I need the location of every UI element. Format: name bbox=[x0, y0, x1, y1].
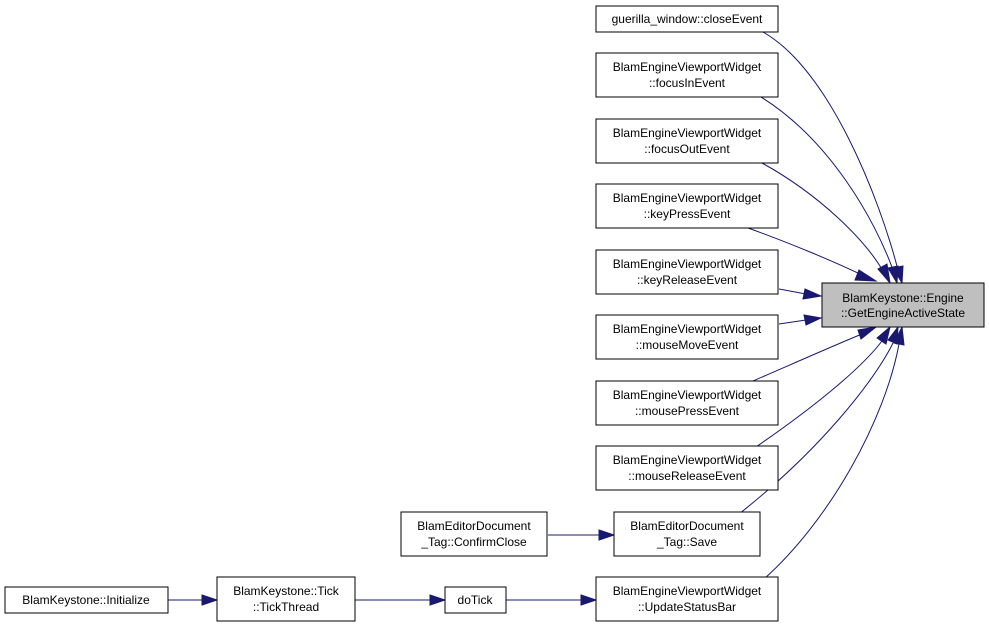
node-tick-thread[interactable]: BlamKeystone::Tick ::TickThread bbox=[216, 576, 356, 622]
node-mouse-release-event[interactable]: BlamEngineViewportWidget ::mouseReleaseE… bbox=[595, 445, 779, 491]
node-label-line1: BlamEditorDocument bbox=[417, 519, 531, 533]
node-label-line2: ::keyPressEvent bbox=[644, 207, 731, 221]
node-label-line2: ::focusInEvent bbox=[649, 76, 726, 90]
node-label-line2: ::mousePressEvent bbox=[635, 404, 740, 418]
node-label-line2: ::focusOutEvent bbox=[644, 142, 730, 156]
node-label-line1: BlamEngineViewportWidget bbox=[613, 257, 762, 271]
edge-tick-thread-to-do-tick bbox=[355, 594, 447, 606]
edge-focus-out-to-target bbox=[761, 162, 891, 285]
node-label-line1: guerilla_window::closeEvent bbox=[612, 12, 763, 26]
node-label-line2: _Tag::ConfirmClose bbox=[420, 535, 527, 549]
node-label-line1: doTick bbox=[458, 593, 494, 607]
node-label-line2: ::keyReleaseEvent bbox=[637, 273, 738, 287]
edge-mouse-move-to-target bbox=[778, 314, 823, 326]
edge-key-press-to-target bbox=[747, 227, 878, 282]
edge-mouse-release-to-target bbox=[752, 325, 891, 450]
node-label-line1: BlamEngineViewportWidget bbox=[613, 126, 762, 140]
edge-mouse-press-to-target bbox=[745, 326, 878, 385]
node-label-line2: ::UpdateStatusBar bbox=[638, 600, 736, 614]
node-mouse-move-event[interactable]: BlamEngineViewportWidget ::mouseMoveEven… bbox=[595, 314, 779, 360]
node-save[interactable]: BlamEditorDocument _Tag::Save bbox=[613, 511, 761, 557]
node-initialize[interactable]: BlamKeystone::Initialize bbox=[4, 586, 169, 614]
node-confirm-close[interactable]: BlamEditorDocument _Tag::ConfirmClose bbox=[400, 511, 548, 557]
edge-key-release-to-target bbox=[778, 288, 823, 300]
node-label-line1: BlamEditorDocument bbox=[630, 519, 744, 533]
node-mouse-press-event[interactable]: BlamEngineViewportWidget ::mousePressEve… bbox=[595, 380, 779, 426]
node-label-line1: BlamEngineViewportWidget bbox=[613, 584, 762, 598]
edge-focus-in-to-target bbox=[760, 96, 899, 285]
node-update-status-bar[interactable]: BlamEngineViewportWidget ::UpdateStatusB… bbox=[595, 576, 779, 622]
node-label-line1: BlamEngineViewportWidget bbox=[613, 191, 762, 205]
node-label-line1: BlamKeystone::Initialize bbox=[22, 593, 150, 607]
node-focus-out-event[interactable]: BlamEngineViewportWidget ::focusOutEvent bbox=[595, 118, 779, 164]
node-label-line1: BlamEngineViewportWidget bbox=[613, 322, 762, 336]
node-label-line2: ::mouseReleaseEvent bbox=[628, 469, 746, 483]
node-do-tick[interactable]: doTick bbox=[444, 586, 507, 614]
node-label-line1: BlamKeystone::Engine bbox=[842, 291, 964, 305]
node-close-event[interactable]: guerilla_window::closeEvent bbox=[595, 5, 779, 33]
node-key-press-event[interactable]: BlamEngineViewportWidget ::keyPressEvent bbox=[595, 183, 779, 229]
node-label-line2: _Tag::Save bbox=[656, 535, 717, 549]
node-label-line1: BlamEngineViewportWidget bbox=[613, 453, 762, 467]
node-label-line2: ::mouseMoveEvent bbox=[636, 338, 739, 352]
node-label-line1: BlamEngineViewportWidget bbox=[613, 60, 762, 74]
node-label-line1: BlamEngineViewportWidget bbox=[613, 388, 762, 402]
edge-initialize-to-tick-thread bbox=[168, 594, 219, 606]
edge-close-event-to-target bbox=[762, 31, 904, 285]
node-label-line2: ::GetEngineActiveState bbox=[841, 306, 965, 320]
node-label-line1: BlamKeystone::Tick bbox=[233, 584, 340, 598]
node-key-release-event[interactable]: BlamEngineViewportWidget ::keyReleaseEve… bbox=[595, 249, 779, 295]
edge-confirm-close-to-save bbox=[548, 529, 616, 541]
edge-update-status-bar-to-target bbox=[763, 325, 905, 580]
node-label-line2: ::TickThread bbox=[253, 600, 319, 614]
node-focus-in-event[interactable]: BlamEngineViewportWidget ::focusInEvent bbox=[595, 52, 779, 98]
edge-do-tick-to-update-status-bar bbox=[506, 594, 598, 606]
node-get-engine-active-state[interactable]: BlamKeystone::Engine ::GetEngineActiveSt… bbox=[821, 282, 985, 328]
